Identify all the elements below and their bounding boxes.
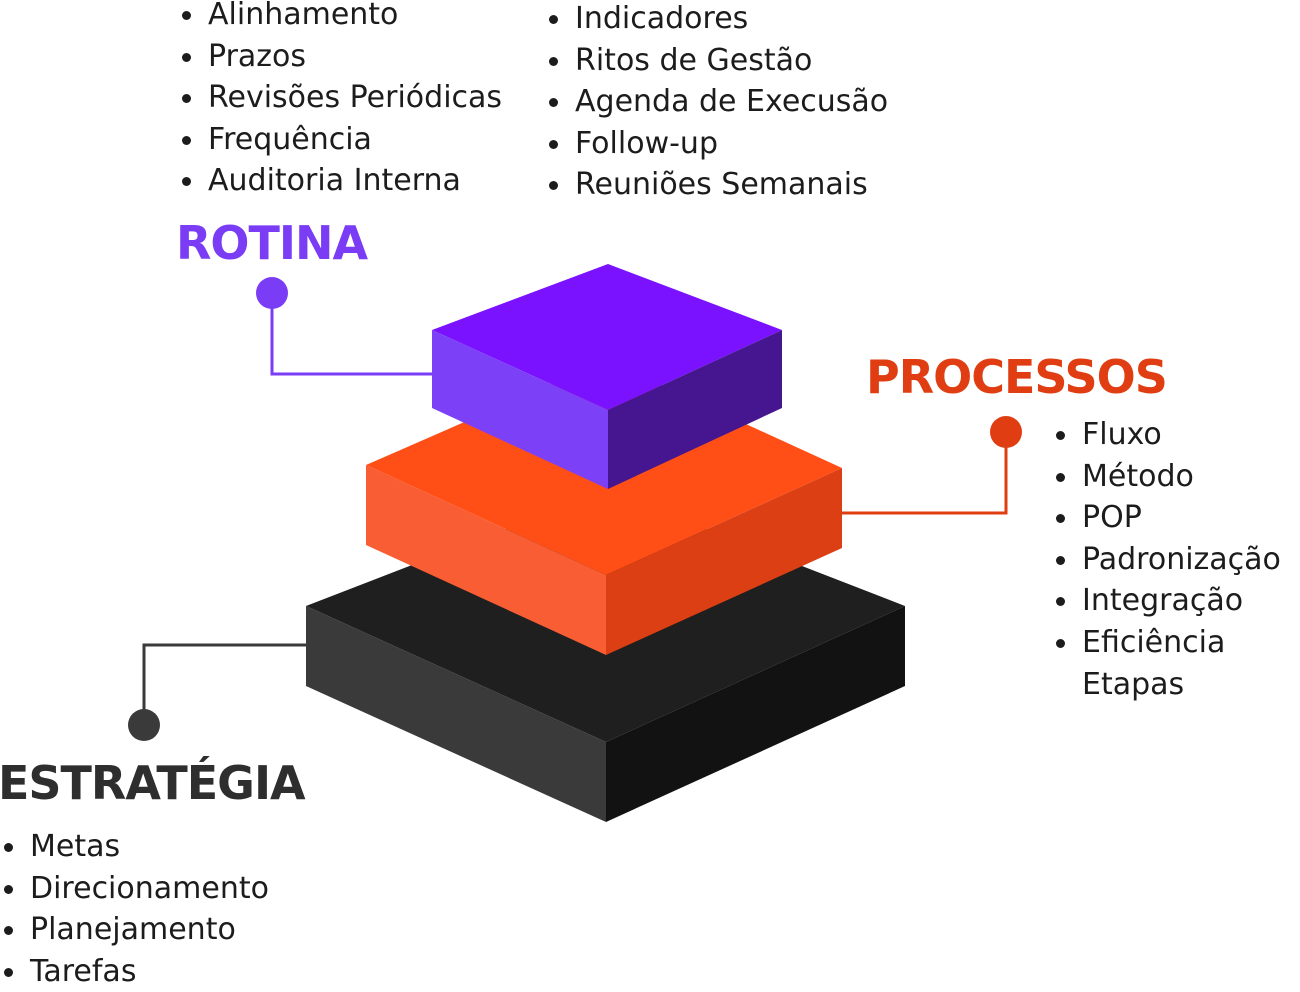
connector-dot-estrategia xyxy=(128,709,160,741)
list-item: Método xyxy=(1052,456,1281,498)
list-item: Metas xyxy=(0,826,269,868)
block-rotina-left xyxy=(432,330,608,489)
list-item: Alinhamento xyxy=(178,0,502,36)
rotina-title: ROTINA xyxy=(176,216,368,270)
list-item: Ritos de Gestão xyxy=(545,40,888,82)
block-processos-right xyxy=(606,468,842,655)
list-item: Prazos xyxy=(178,36,502,78)
list-item: Indicadores xyxy=(545,0,888,40)
list-item: Fluxo xyxy=(1052,414,1281,456)
block-processos-left xyxy=(366,465,606,655)
list-item: Auditoria Interna xyxy=(178,160,502,202)
block-rotina xyxy=(432,264,782,489)
list-item: Follow-up xyxy=(545,123,888,165)
block-estrategia-right xyxy=(606,606,905,822)
block-estrategia-left xyxy=(306,606,606,822)
estrategia-title: ESTRATÉGIA xyxy=(0,756,306,810)
processos-title: PROCESSOS xyxy=(866,350,1168,404)
list-item: Agenda de Execusão xyxy=(545,81,888,123)
list-item-continuation: Etapas xyxy=(1082,666,1185,702)
list-item: Padronização xyxy=(1052,539,1281,581)
list-item: Reuniões Semanais xyxy=(545,164,888,206)
connector-dot-rotina xyxy=(256,277,288,309)
list-item: Planejamento xyxy=(0,909,269,951)
connector-processos xyxy=(842,416,1022,515)
connector-estrategia xyxy=(128,643,308,741)
block-rotina-right xyxy=(608,330,782,489)
list-item: Integração xyxy=(1052,580,1281,622)
connector-dot-processos xyxy=(990,416,1022,448)
list-item: Eficiência xyxy=(1052,622,1281,664)
list-item: Revisões Periódicas xyxy=(178,77,502,119)
list-item: POP xyxy=(1052,497,1281,539)
list-item: Frequência xyxy=(178,119,502,161)
list-item: Tarefas xyxy=(0,951,269,992)
connector-rotina xyxy=(256,277,432,376)
block-rotina-top xyxy=(432,264,782,410)
list-item: Direcionamento xyxy=(0,868,269,910)
